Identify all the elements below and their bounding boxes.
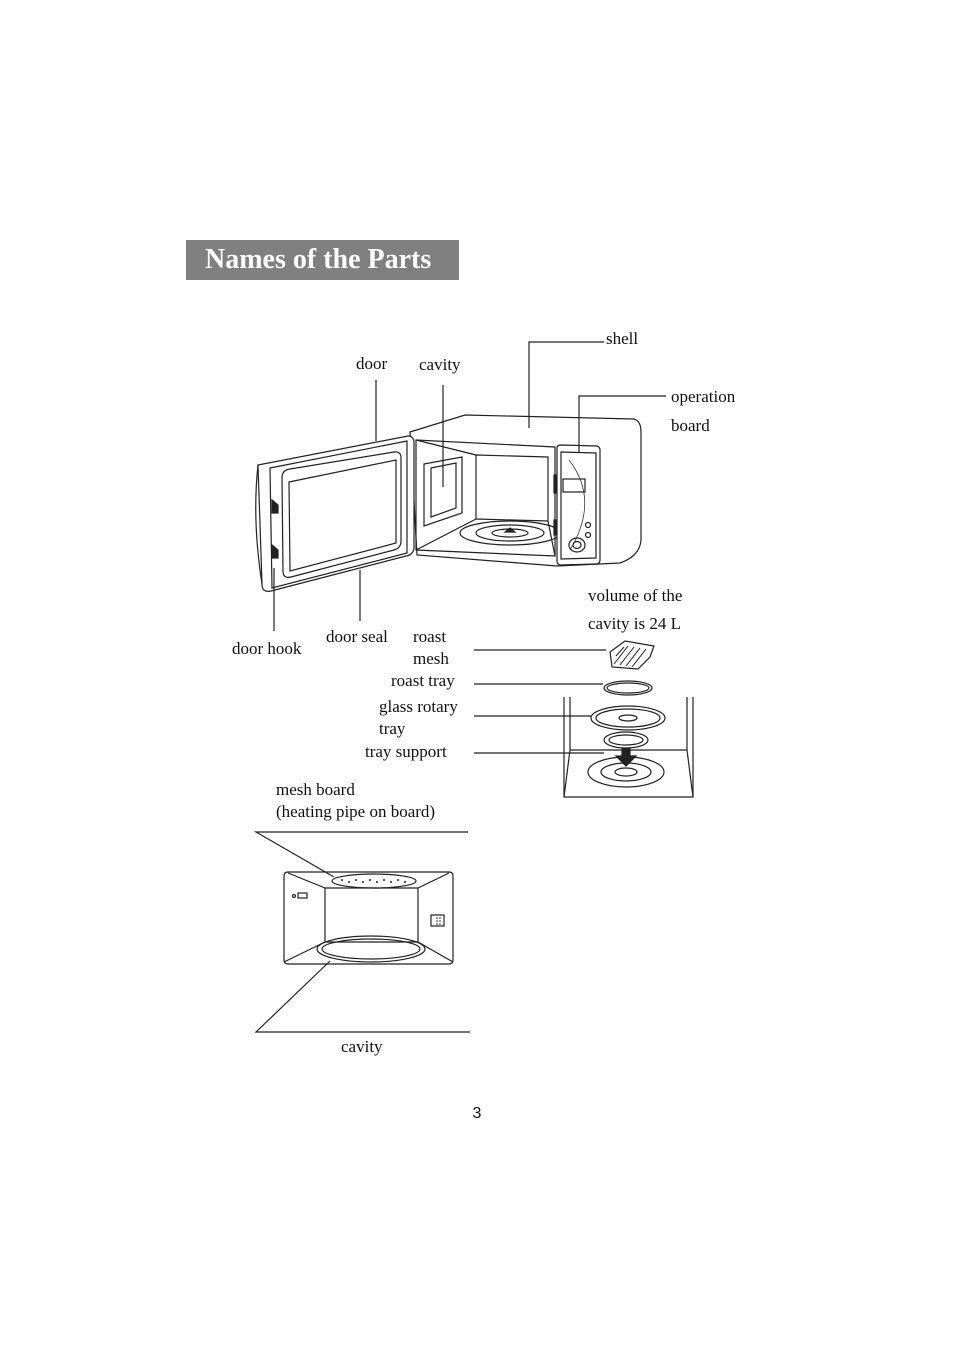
label-operation-board-1: operation — [671, 387, 736, 406]
label-volume-1: volume of the — [588, 586, 683, 605]
door-hook-top — [271, 498, 279, 514]
label-roast-mesh-1: roast — [413, 627, 447, 646]
label-cavity-top: cavity — [419, 355, 461, 374]
display-window — [562, 478, 586, 493]
microwave-shell — [409, 414, 642, 567]
leader-lines-accessories — [474, 649, 606, 754]
glass-rotary-tray — [590, 705, 666, 731]
microwave-door — [257, 435, 415, 592]
label-mesh-board-2: (heating pipe on board) — [276, 802, 436, 821]
door-hook-bottom — [271, 543, 279, 559]
label-door-seal: door seal — [326, 627, 388, 646]
tray-support — [603, 731, 649, 749]
page-number: 3 — [472, 1105, 482, 1122]
leader-lines-top — [273, 341, 666, 631]
label-tray-support: tray support — [365, 742, 447, 761]
accessories-illustration — [563, 640, 694, 798]
label-roast-mesh-2: mesh — [413, 649, 449, 668]
page-title: Names of the Parts — [186, 240, 459, 280]
label-shell: shell — [606, 329, 639, 348]
label-volume-2: cavity is 24 L — [588, 614, 682, 633]
leader-lines-interior — [253, 831, 470, 1033]
cavity-floor-ring — [316, 935, 426, 963]
label-operation-board-2: board — [671, 416, 710, 435]
roast-tray — [603, 680, 653, 696]
label-door-hook: door hook — [232, 639, 302, 658]
label-mesh-board-1: mesh board — [276, 780, 355, 799]
mesh-board-holes — [341, 879, 406, 883]
label-door: door — [356, 354, 388, 373]
label-roast-tray: roast tray — [391, 671, 455, 690]
mesh-board — [331, 873, 417, 889]
label-glass-rotary-tray-2: tray — [379, 719, 406, 738]
roast-mesh — [609, 640, 655, 670]
operation-board — [556, 444, 601, 566]
microwave-illustration — [255, 414, 642, 592]
cavity-interior-illustration — [283, 871, 454, 965]
label-glass-rotary-tray-1: glass rotary — [379, 697, 458, 716]
door-window — [281, 451, 402, 578]
label-cavity-bottom: cavity — [341, 1037, 383, 1056]
